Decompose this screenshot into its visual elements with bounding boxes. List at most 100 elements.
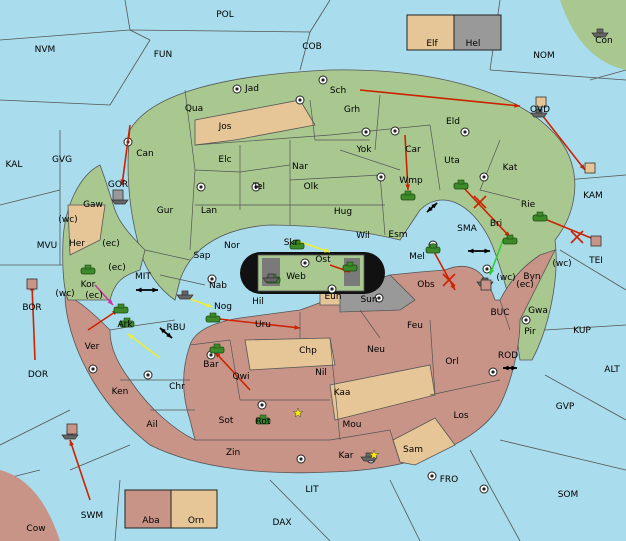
- label-chr: Chr: [169, 382, 185, 392]
- army-unit-icon: [119, 317, 135, 328]
- army-unit-icon: [289, 239, 305, 250]
- coast-mark: (wc): [496, 273, 515, 283]
- label-can: Can: [136, 149, 154, 159]
- coast-mark: (wc): [58, 215, 77, 225]
- label-ovd: OVD: [530, 105, 550, 115]
- coast-mark: (ec): [85, 291, 103, 301]
- passage-arrow-head: [503, 365, 509, 371]
- dislodged-unit-marker: [26, 278, 38, 290]
- passage-arrow-head: [468, 248, 474, 254]
- label-gur: Gur: [157, 206, 174, 216]
- army-unit-icon: [532, 211, 548, 222]
- label-sap: Sap: [194, 251, 211, 261]
- move-arrow-support-head: [128, 334, 134, 340]
- supply-center-dot: [327, 284, 337, 294]
- label-her: Her: [69, 239, 85, 249]
- supply-center-dot: [482, 264, 492, 274]
- supply-center-dot: [361, 127, 371, 137]
- move-arrow: [359, 89, 521, 107]
- move-arrow: [69, 439, 91, 501]
- label-byn: Byn: [523, 272, 540, 282]
- supply-center-dot: [374, 293, 384, 303]
- supply-center-dot: [318, 75, 328, 85]
- passage-arrow-head: [160, 328, 166, 334]
- fleet-unit-icon: [530, 108, 548, 118]
- fleet-unit-icon: [262, 273, 280, 283]
- move-arrow: [214, 351, 251, 391]
- west-peninsula: [62, 164, 146, 301]
- army-unit-icon: [400, 190, 416, 201]
- coast-mark: (ec): [108, 263, 126, 273]
- coast-mark: (wc): [552, 259, 571, 269]
- fleet-unit-icon: [176, 290, 194, 300]
- label-lan: Lan: [201, 206, 217, 216]
- label-nom: NOM: [533, 51, 555, 61]
- jos-region: [194, 99, 316, 146]
- supply-center-dot: [296, 454, 306, 464]
- move-arrow-support: [489, 239, 504, 276]
- label-nab: Nab: [209, 281, 227, 291]
- label-orl: Orl: [445, 357, 458, 367]
- label-orn: Orn: [188, 516, 204, 526]
- label-dor: DOR: [28, 370, 48, 380]
- label-rot: Rot: [256, 417, 271, 427]
- label-bor: BOR: [22, 303, 41, 313]
- label-ken: Ken: [112, 387, 129, 397]
- cow-land: [0, 470, 60, 541]
- label-mel: Mel: [409, 252, 425, 262]
- her-region: [67, 204, 106, 256]
- coast-mark: (ec): [516, 280, 534, 290]
- label-tei: TEI: [588, 256, 603, 266]
- label-rbu: RBU: [166, 323, 185, 333]
- label-eun: Eun: [324, 292, 341, 302]
- label-ost: Ost: [315, 255, 331, 265]
- dislodged-unit-marker: [66, 423, 78, 435]
- dislodged-unit-marker: [535, 96, 547, 108]
- label-los: Los: [453, 411, 468, 421]
- supply-center-dot: [479, 172, 489, 182]
- supply-center-dot: [207, 274, 217, 284]
- supply-center-dot: [232, 84, 242, 94]
- units: [26, 28, 609, 462]
- move-arrow-head: [215, 352, 221, 358]
- label-hil: Hil: [252, 297, 264, 307]
- label-sun: Sun: [360, 295, 377, 305]
- label-aba: Aba: [142, 516, 159, 526]
- label-web: Web: [286, 272, 306, 282]
- label-rod: ROD: [498, 351, 518, 361]
- move-arrow-support-head: [489, 269, 495, 275]
- supply-center-dot: [295, 95, 305, 105]
- label-yok: Yok: [355, 145, 372, 155]
- label-hug: Hug: [334, 207, 352, 217]
- dislodged-unit-marker: [584, 162, 596, 174]
- dislodged-unit-marker: [480, 279, 492, 291]
- supply-center-dot: [88, 364, 98, 374]
- label-gvg: GVG: [52, 155, 72, 165]
- label-nar: Nar: [292, 162, 308, 172]
- label-rie: Rie: [521, 200, 536, 210]
- fleet-unit-icon: [591, 28, 609, 38]
- coast-mark: (wc): [55, 289, 74, 299]
- coast-mark: (ec): [102, 239, 120, 249]
- label-qwi: Qwi: [233, 372, 250, 382]
- label-chp: Chp: [299, 346, 317, 356]
- label-buc: BUC: [490, 308, 509, 318]
- label-bar: Bar: [203, 360, 219, 370]
- label-cob: COB: [302, 42, 322, 52]
- army-unit-icon: [209, 343, 225, 354]
- failed-move-cross: [473, 195, 487, 209]
- supply-center-dot: [460, 127, 470, 137]
- label-cow: Cow: [26, 524, 45, 534]
- label-elf: Elf: [426, 39, 438, 49]
- label-sam: Sam: [403, 445, 423, 455]
- label-nvm: NVM: [35, 45, 56, 55]
- supply-center-dot: [427, 471, 437, 481]
- supply-center-dot: [300, 258, 310, 268]
- passage-arrow-head: [136, 287, 142, 293]
- label-kal: KAL: [6, 160, 23, 170]
- label-feu: Feu: [407, 321, 423, 331]
- label-fun: FUN: [154, 50, 173, 60]
- army-unit-icon: [502, 234, 518, 245]
- label-som: SOM: [558, 490, 579, 500]
- move-arrow: [121, 124, 131, 186]
